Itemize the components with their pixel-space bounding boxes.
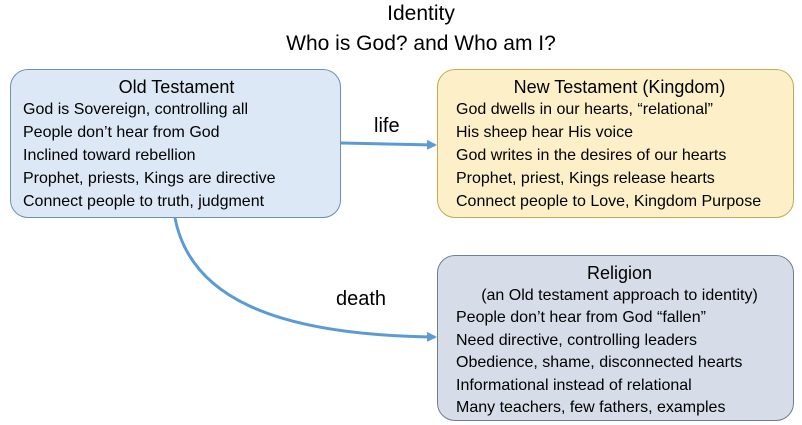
old-testament-line: God is Sovereign, controlling all (23, 101, 249, 118)
new-testament-line: Connect people to Love, Kingdom Purpose (456, 193, 762, 210)
old-testament-line: Connect people to truth, judgment (23, 193, 265, 210)
religion-line: Obedience, shame, disconnected hearts (456, 354, 743, 371)
new-testament-line: Prophet, priest, Kings release hearts (456, 170, 715, 187)
old-testament-line: People don’t hear from God (23, 124, 220, 141)
religion-line: Informational instead of relational (456, 376, 692, 394)
religion-box: Religion (an Old testament approach to i… (437, 255, 794, 421)
new-testament-line: His sheep hear His voice (456, 124, 633, 141)
new-testament-box: New Testament (Kingdom) God dwells in ou… (437, 69, 794, 218)
religion-line: Many teachers, few fathers, examples (456, 399, 726, 416)
religion-heading: Religion (586, 263, 653, 283)
religion-line: Need directive, controlling leaders (456, 331, 698, 349)
new-testament-line: God dwells in our hearts, “relational” (456, 101, 714, 118)
old-testament-heading: Old Testament (118, 77, 235, 97)
old-testament-line: Inclined toward rebellion (23, 147, 196, 164)
life-arrow (340, 139, 437, 150)
religion-line: People don’t hear from God “fallen” (456, 309, 706, 326)
new-testament-heading: New Testament (Kingdom) (513, 77, 726, 97)
old-testament-line: Prophet, priests, Kings are directive (23, 170, 276, 187)
death-label: death (336, 288, 387, 310)
religion-subheading: (an Old testament approach to identity) (481, 287, 758, 304)
diagram-title: Identity (387, 2, 455, 25)
life-label: life (374, 115, 400, 137)
old-testament-box: Old Testament God is Sovereign, controll… (10, 69, 341, 218)
death-arrow (173, 217, 437, 342)
new-testament-line: God writes in the desires of our hearts (456, 147, 727, 164)
diagram-subtitle: Who is God? and Who am I? (286, 32, 556, 55)
